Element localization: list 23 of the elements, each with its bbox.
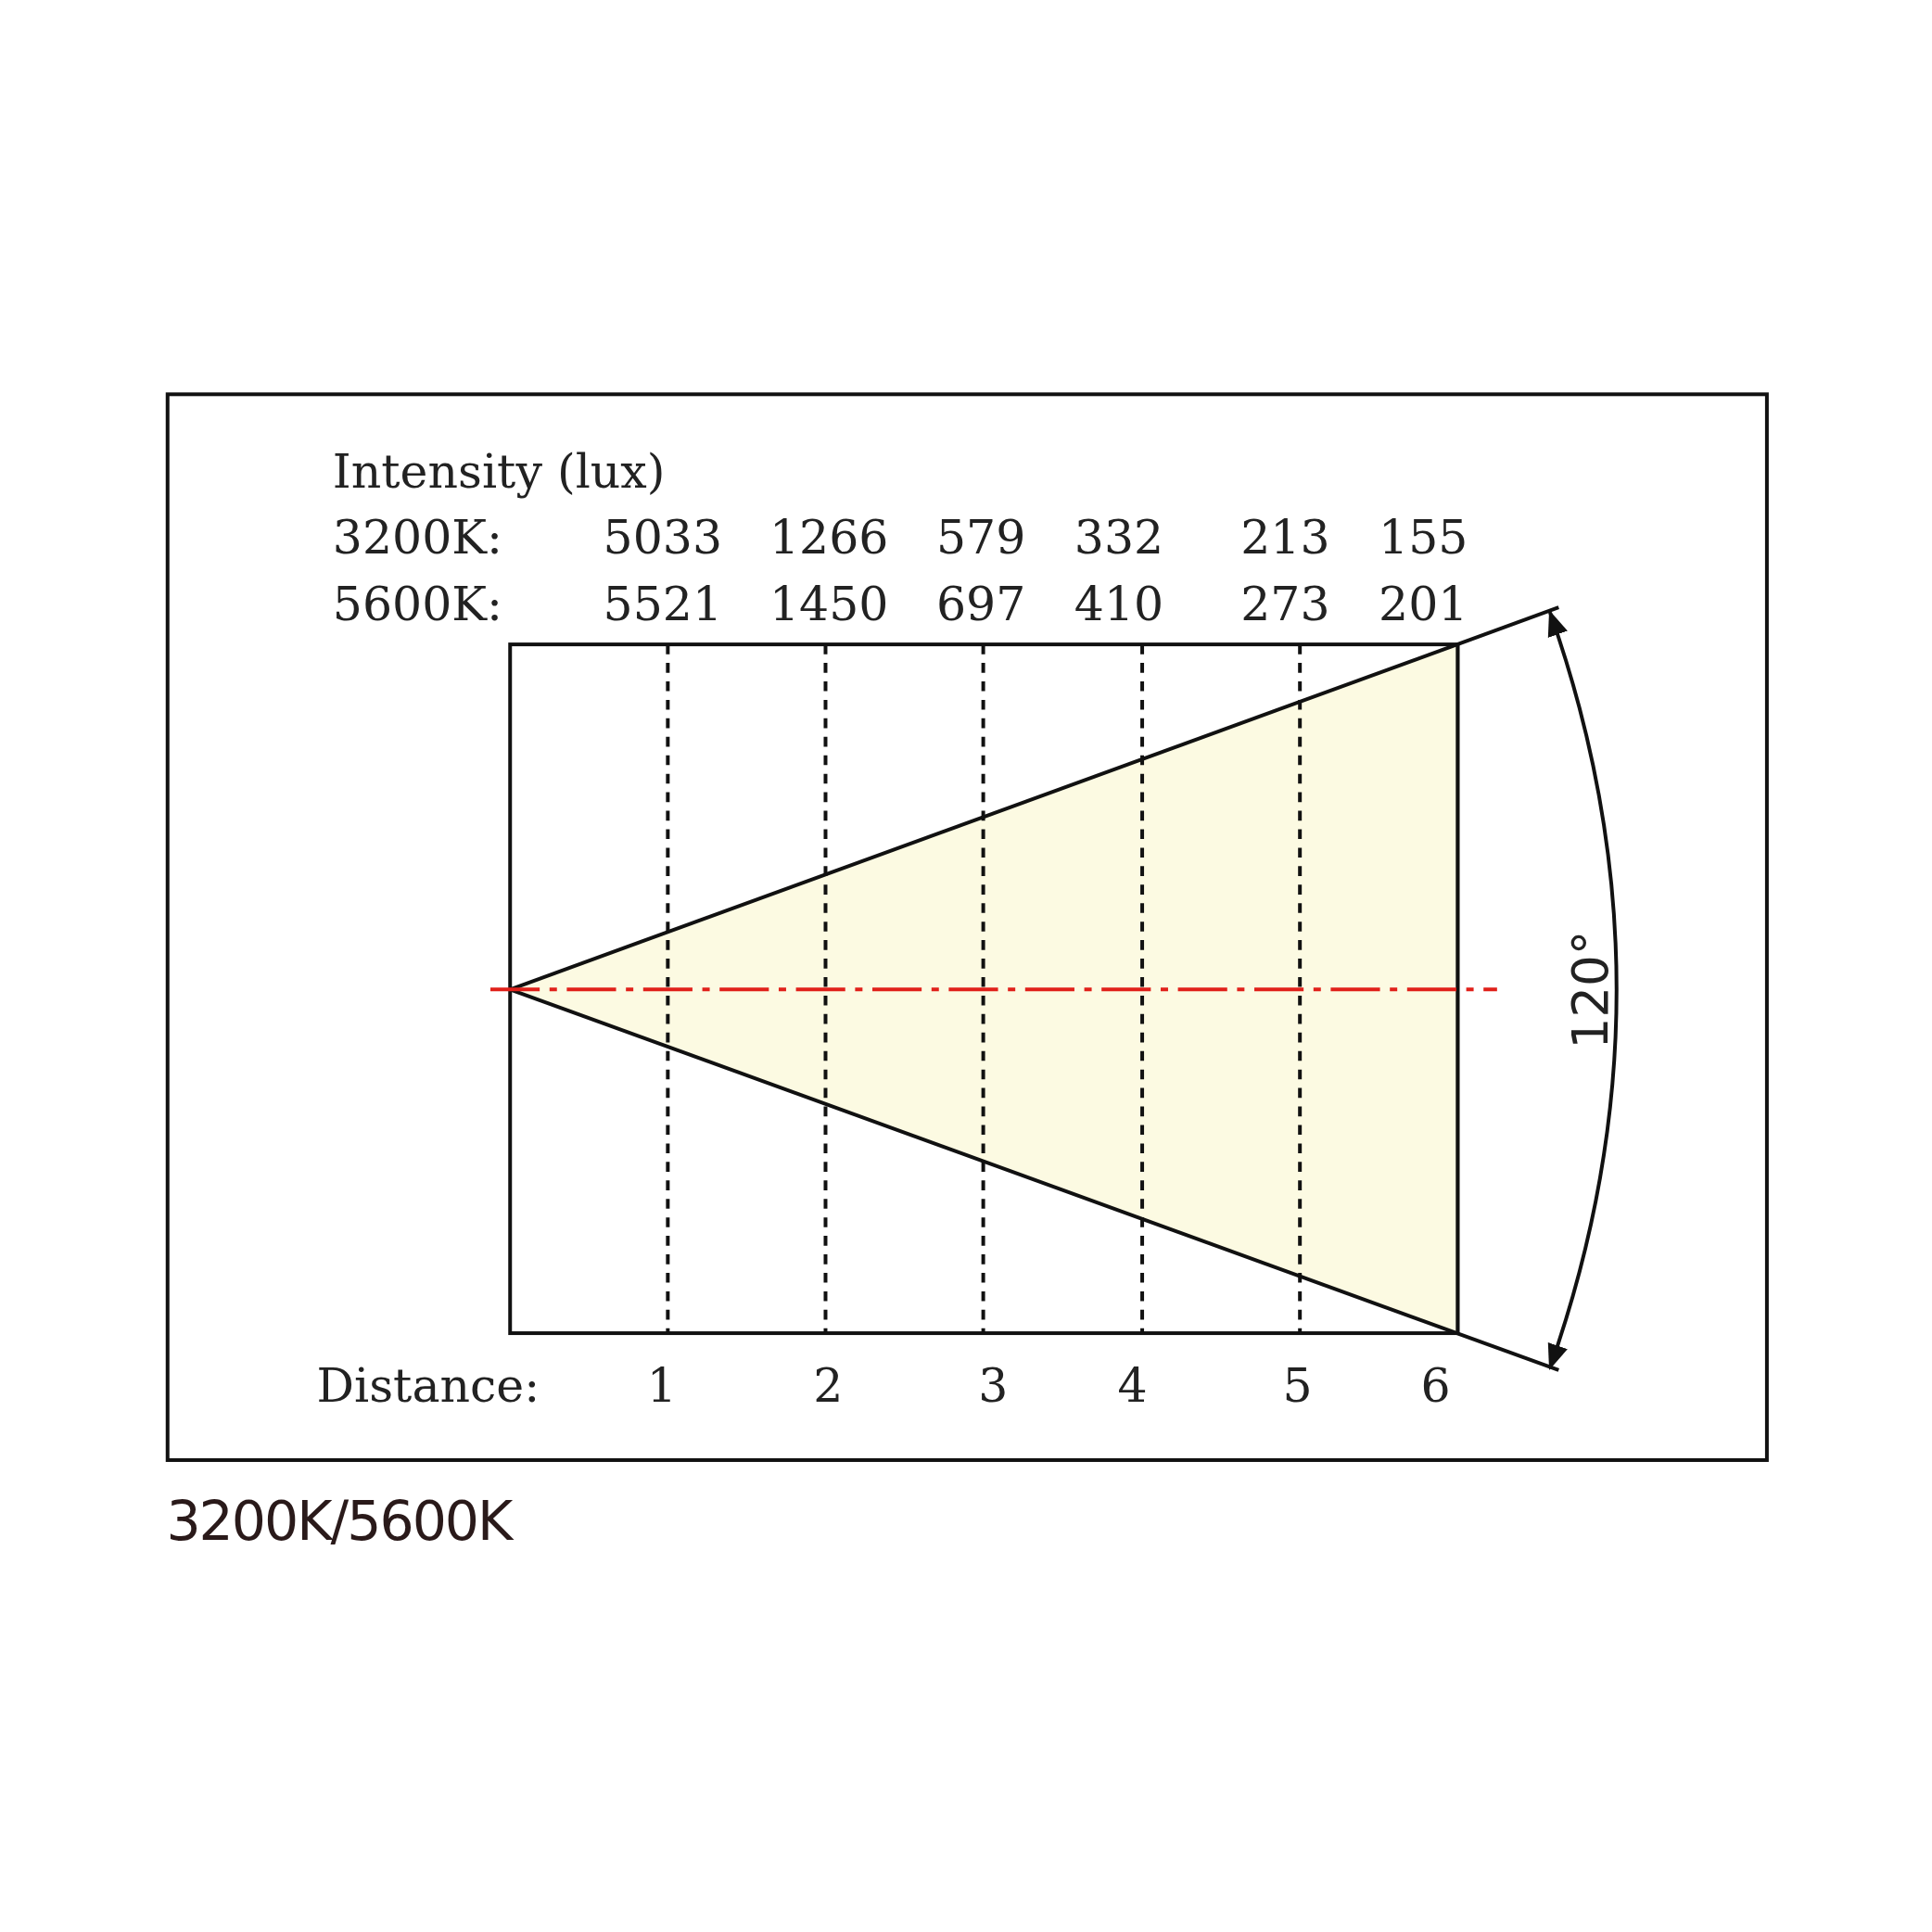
angle-label: 120°: [1567, 930, 1617, 1049]
intensity-value: 1266: [769, 515, 889, 562]
caption-text: 3200K/5600K: [166, 1494, 512, 1549]
intensity-value: 1450: [769, 581, 889, 629]
row-label: 5600K:: [332, 581, 503, 629]
intensity-value: 201: [1379, 581, 1468, 629]
intensity-value: 332: [1074, 515, 1164, 562]
intensity-value: 155: [1379, 515, 1468, 562]
intensity-value: 410: [1074, 581, 1164, 629]
intensity-value: 5521: [603, 581, 723, 629]
intensity-value: 273: [1240, 581, 1330, 629]
intensity-value: 5033: [603, 515, 723, 562]
distance-value: 4: [1117, 1362, 1148, 1410]
intensity-value: 579: [935, 515, 1026, 562]
axis-title: Distance:: [316, 1362, 540, 1410]
row-label: 3200K:: [332, 515, 503, 562]
distance-value: 5: [1282, 1362, 1313, 1410]
distance-value: 2: [813, 1362, 844, 1410]
distance-value: 6: [1420, 1362, 1451, 1410]
intensity-value: 697: [935, 581, 1026, 629]
distance-value: 3: [978, 1362, 1009, 1410]
intensity-value: 213: [1240, 515, 1330, 562]
distance-value: 1: [646, 1362, 677, 1410]
